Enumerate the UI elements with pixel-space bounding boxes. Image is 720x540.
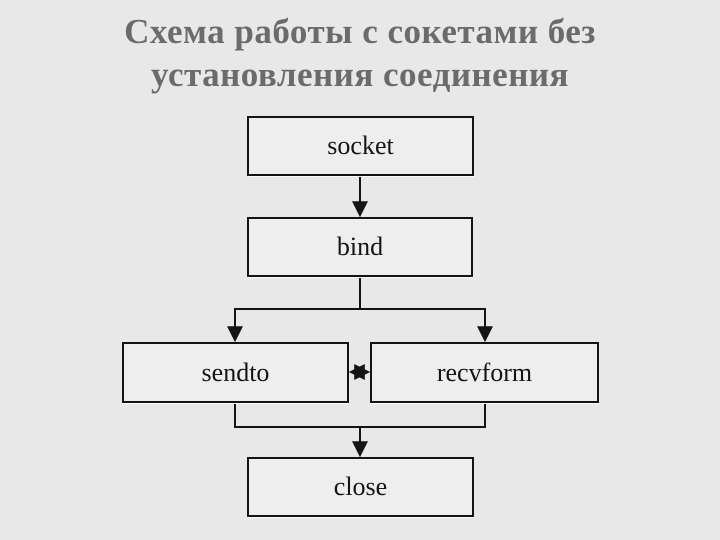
connector-bind-split — [234, 278, 486, 310]
slide-title-line2: установления соединения — [151, 55, 569, 94]
flow-node-socket: socket — [247, 116, 474, 176]
flow-node-close: close — [247, 457, 474, 517]
slide-title: Схема работы с сокетами без установления… — [0, 10, 720, 96]
flow-node-sendto-label: sendto — [201, 357, 270, 387]
flow-node-recvform-label: recvform — [436, 357, 533, 387]
flow-node-close-label: close — [333, 472, 388, 501]
flow-node-socket-label: socket — [327, 131, 394, 160]
flow-node-bind: bind — [247, 217, 473, 277]
connector-join — [234, 404, 486, 428]
flow-node-bind-label: bind — [336, 232, 384, 261]
flow-node-sendto: sendto — [122, 342, 349, 403]
slide-title-line1: Схема работы с сокетами без — [124, 12, 596, 51]
flow-node-recvform: recvform — [370, 342, 599, 403]
